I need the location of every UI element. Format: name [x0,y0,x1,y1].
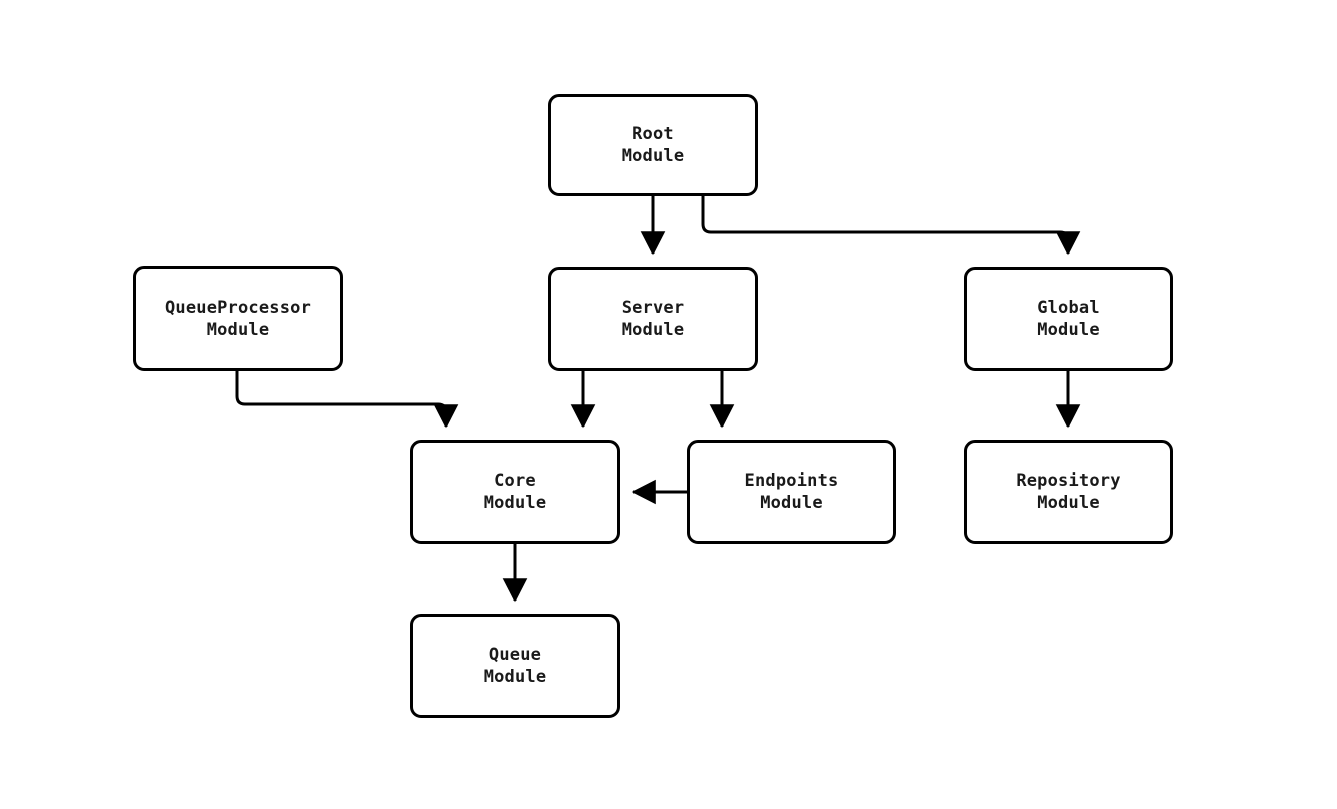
node-root-module[interactable]: Root Module [548,94,758,196]
node-queue-module-suffix: Module [483,667,547,687]
node-endpoints-module-name: Endpoints [744,471,839,491]
edge-root-to-global [701,196,1081,256]
node-server-module[interactable]: Server Module [548,267,758,371]
edge-queueprocessor-to-core [235,371,459,429]
node-root-module-name: Root [632,124,674,144]
node-server-module-suffix: Module [621,320,685,340]
node-queueprocessor-module-suffix: Module [206,319,270,340]
node-endpoints-module[interactable]: Endpoints Module [687,440,896,544]
node-global-module[interactable]: Global Module [964,267,1173,371]
node-queue-module[interactable]: Queue Module [410,614,620,718]
node-root-module-suffix: Module [621,146,685,166]
node-global-module-name: Global [1037,298,1100,318]
node-core-module-name: Core [494,471,536,491]
node-repository-module[interactable]: Repository Module [964,440,1173,544]
node-core-module[interactable]: Core Module [410,440,620,544]
node-server-module-name: Server [621,298,685,318]
node-repository-module-suffix: Module [1037,493,1100,513]
node-core-module-suffix: Module [483,493,547,513]
node-global-module-suffix: Module [1037,320,1100,340]
node-repository-module-name: Repository [1016,471,1121,491]
node-endpoints-module-suffix: Module [760,493,823,513]
node-queue-module-name: Queue [488,645,542,665]
node-queueprocessor-module[interactable]: QueueProcessor Module [133,266,343,371]
node-queueprocessor-module-name: QueueProcessor [164,297,312,318]
